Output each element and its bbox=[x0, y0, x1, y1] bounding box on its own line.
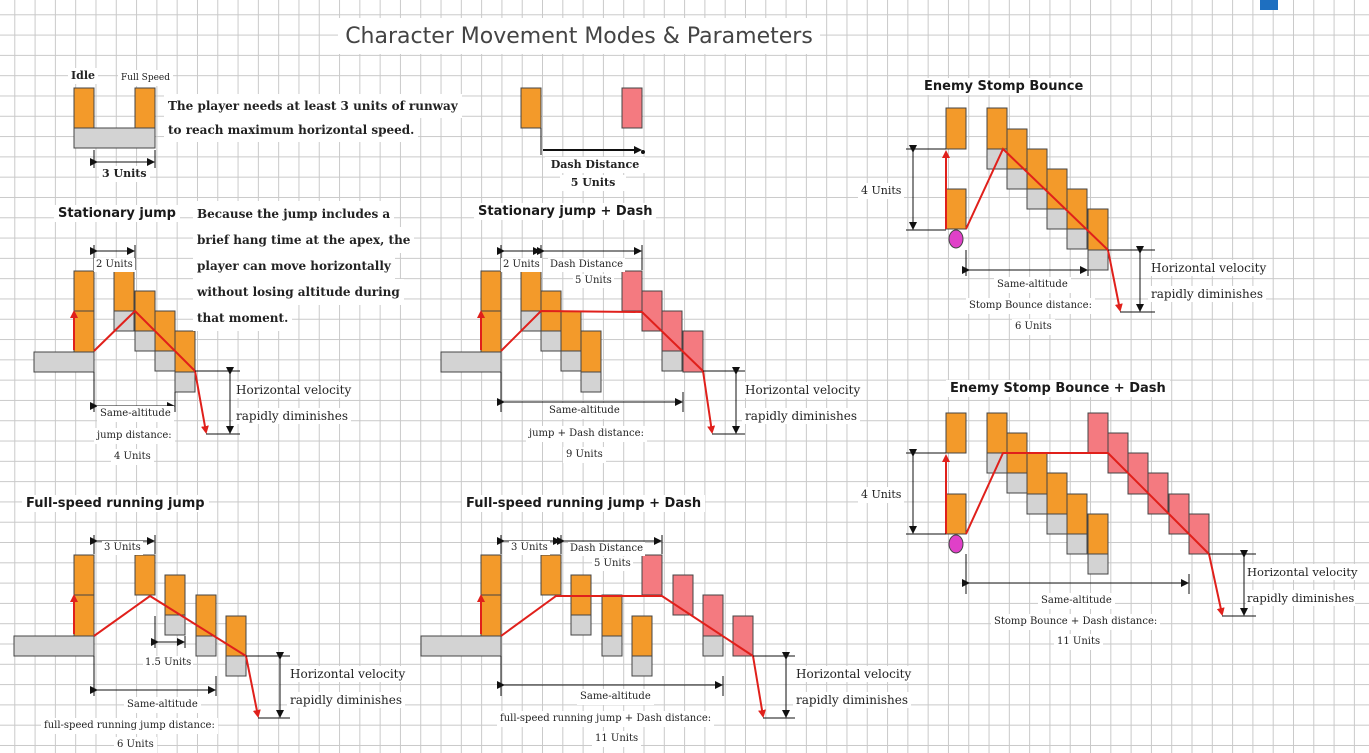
stomp-dash-same-alt: Same-altitude bbox=[1038, 593, 1115, 609]
sjd-dash-units: 5 Units bbox=[573, 274, 614, 288]
intro-figure bbox=[73, 87, 156, 168]
sjd-hv2: rapidly diminishes bbox=[742, 408, 860, 424]
rjd-dash-label: Dash Distance bbox=[568, 542, 646, 556]
stomp-dash-figure bbox=[906, 412, 1256, 617]
rj-apex-units: 3 Units bbox=[102, 541, 143, 555]
rj-hv2: rapidly diminishes bbox=[287, 692, 405, 708]
sjd-same-alt: Same-altitude bbox=[546, 403, 623, 419]
stomp-dash-height-units: 4 Units bbox=[858, 487, 905, 503]
running-jump-figure bbox=[13, 535, 290, 719]
page-title: Character Movement Modes & Parameters bbox=[345, 23, 813, 49]
intro-text-line2: to reach maximum horizontal speed. bbox=[164, 118, 419, 142]
intro-text-line1: The player needs at least 3 units of run… bbox=[164, 94, 462, 118]
stomp-dash-heading: Enemy Stomp Bounce + Dash bbox=[946, 380, 1170, 397]
sjd-dash-label: Dash Distance bbox=[548, 258, 626, 272]
idle-label: Idle bbox=[68, 68, 99, 84]
sjd-dist-label: jump + Dash distance: bbox=[526, 426, 647, 442]
stationary-jump-hv1: Horizontal velocity bbox=[233, 382, 355, 398]
dash-distance-label: Dash Distance bbox=[545, 157, 645, 173]
rjd-hv2: rapidly diminishes bbox=[793, 692, 911, 708]
running-jump-dash-heading: Full-speed running jump + Dash bbox=[462, 495, 706, 512]
stomp-heading: Enemy Stomp Bounce bbox=[920, 78, 1088, 95]
stationary-jump-dash-figure bbox=[440, 245, 745, 435]
stomp-dash-hv1: Horizontal velocity bbox=[1246, 564, 1359, 580]
stationary-jump-para-1: Because the jump includes a bbox=[193, 201, 395, 227]
stomp-dist-label: Stomp Bounce distance: bbox=[966, 298, 1095, 314]
intro-units-label: 3 Units bbox=[99, 166, 150, 182]
sjd-hv1: Horizontal velocity bbox=[742, 382, 864, 398]
stationary-jump-apex-units: 2 Units bbox=[94, 258, 135, 272]
stationary-jump-para-3: player can move horizontally bbox=[193, 253, 395, 279]
page-title-box: Character Movement Modes & Parameters bbox=[338, 18, 820, 54]
full-speed-label: Full Speed bbox=[118, 70, 173, 86]
rj-dist-units: 6 Units bbox=[114, 737, 157, 753]
stomp-dash-dist-label: Stomp Bounce + Dash distance: bbox=[991, 614, 1161, 630]
stationary-jump-dist-label: jump distance: bbox=[94, 428, 175, 444]
stationary-jump-hv2: rapidly diminishes bbox=[233, 408, 351, 424]
rjd-apex-units: 3 Units bbox=[509, 541, 550, 555]
rj-hv1: Horizontal velocity bbox=[287, 666, 409, 682]
rj-dist-label: full-speed running jump distance: bbox=[41, 718, 218, 734]
rjd-hv1: Horizontal velocity bbox=[793, 666, 915, 682]
rjd-dist-label: full-speed running jump + Dash distance: bbox=[497, 711, 715, 727]
rjd-dist-units: 11 Units bbox=[592, 731, 642, 747]
stationary-jump-dash-heading: Stationary jump + Dash bbox=[474, 203, 657, 220]
running-jump-heading: Full-speed running jump bbox=[22, 495, 209, 512]
rj-step-units: 1.5 Units bbox=[143, 656, 194, 670]
stationary-jump-dist-units: 4 Units bbox=[111, 449, 154, 465]
stomp-figure bbox=[906, 107, 1155, 313]
stomp-dash-hv2: rapidly diminishes bbox=[1246, 590, 1356, 606]
sjd-dist-units: 9 Units bbox=[563, 447, 606, 463]
stomp-dist-units: 6 Units bbox=[1012, 319, 1055, 335]
stationary-jump-para-5: that moment. bbox=[193, 305, 293, 331]
rj-same-alt: Same-altitude bbox=[124, 697, 201, 713]
stationary-jump-para-4: without losing altitude during bbox=[193, 279, 404, 305]
sjd-apex-units: 2 Units bbox=[501, 258, 542, 272]
stationary-jump-para-2: brief hang time at the apex, the bbox=[193, 227, 415, 253]
dash-distance-units: 5 Units bbox=[560, 175, 626, 191]
stationary-jump-figure bbox=[33, 245, 240, 435]
stomp-hv2: rapidly diminishes bbox=[1148, 286, 1266, 302]
corner-tab bbox=[1260, 0, 1278, 10]
rjd-same-alt: Same-altitude bbox=[577, 689, 654, 705]
rjd-dash-units: 5 Units bbox=[592, 557, 633, 571]
stationary-jump-heading: Stationary jump bbox=[54, 205, 180, 222]
running-jump-dash-figure bbox=[420, 535, 795, 719]
stomp-same-alt: Same-altitude bbox=[994, 277, 1071, 293]
stomp-hv1: Horizontal velocity bbox=[1148, 260, 1270, 276]
stomp-height-units: 4 Units bbox=[858, 183, 905, 199]
stationary-jump-same-alt: Same-altitude bbox=[97, 406, 174, 422]
dash-figure bbox=[520, 87, 645, 155]
stomp-dash-dist-units: 11 Units bbox=[1054, 634, 1104, 650]
